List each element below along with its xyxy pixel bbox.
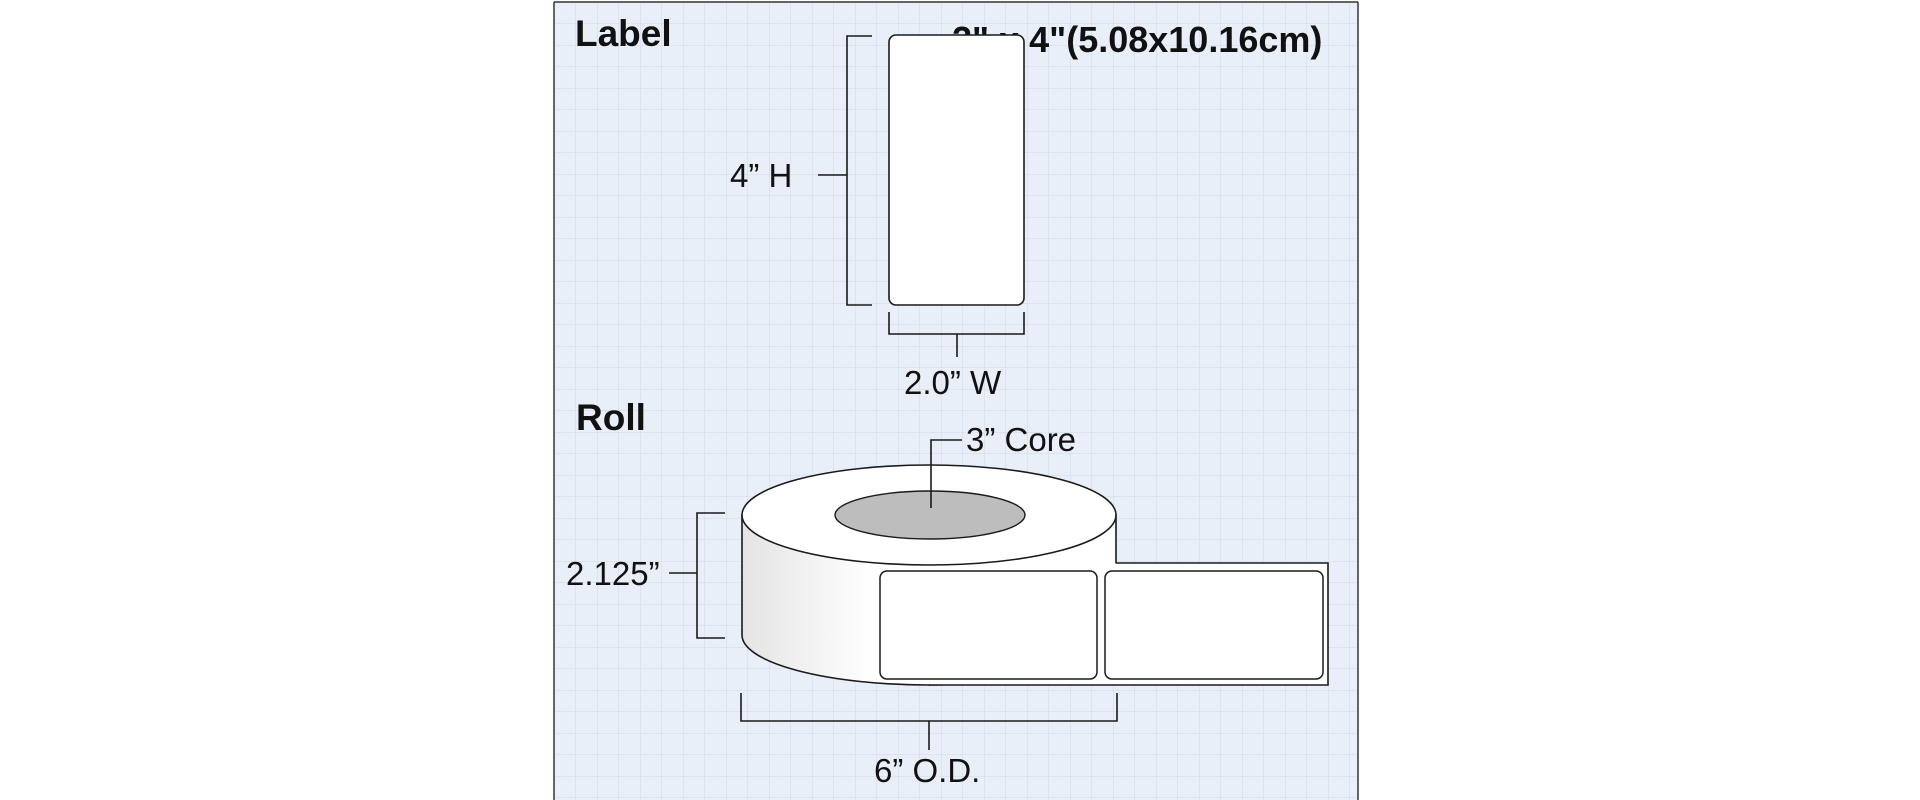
- core-size-text: 3” Core: [966, 421, 1076, 458]
- outer-diameter-text: 6” O.D.: [874, 752, 980, 789]
- roll-label-2: [1104, 570, 1324, 680]
- label-width-text: 2.0” W: [904, 364, 1002, 401]
- single-label: [888, 34, 1025, 306]
- height-dimension-bracket: [846, 35, 872, 306]
- roll-width-text: 2.125”: [566, 555, 660, 592]
- roll-label-1: [879, 570, 1098, 680]
- roll-core: [834, 490, 1026, 540]
- roll-heading: Roll: [576, 397, 646, 438]
- roll-width-bracket: [696, 512, 725, 639]
- label-height-text: 4” H: [730, 157, 792, 194]
- label-heading: Label: [575, 13, 672, 54]
- core-dimension-leader: [930, 439, 962, 508]
